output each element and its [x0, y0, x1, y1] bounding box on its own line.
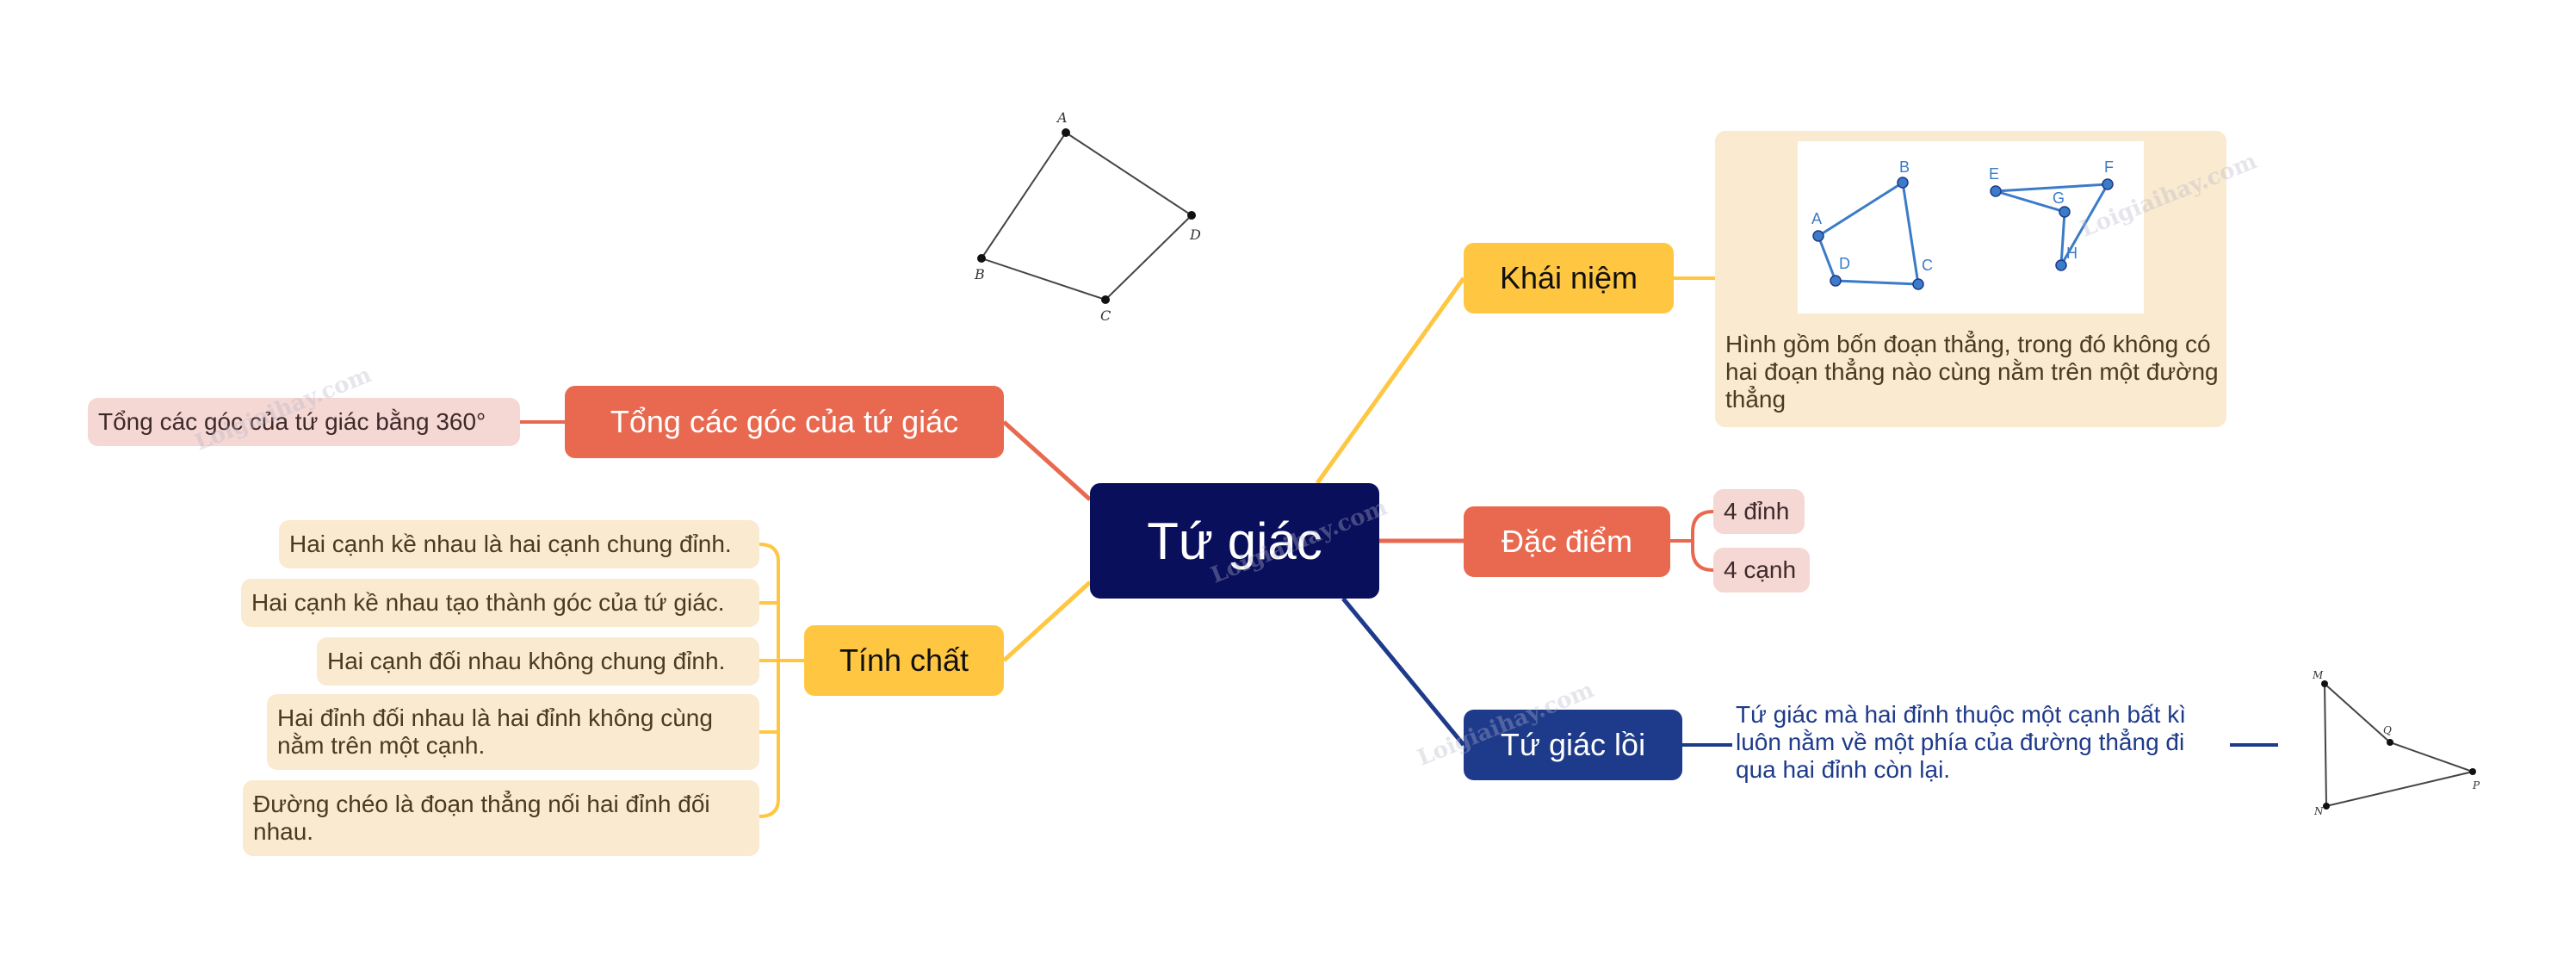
point-label-n: N: [2313, 805, 2324, 817]
example-label-d: D: [1839, 255, 1850, 272]
leaf-4-canh[interactable]: 4 cạnh: [1713, 548, 1810, 593]
example-label-g: G: [2053, 189, 2065, 207]
example-label-b: B: [1899, 158, 1910, 176]
connector-tinh-chat-brace: [759, 543, 804, 818]
quadrilateral-examples-image: A B C D E F G H: [1798, 141, 2144, 313]
leaf-tinh-chat-1[interactable]: Hai cạnh kề nhau là hai cạnh chung đỉnh.: [279, 520, 759, 568]
leaf-tinh-chat-5[interactable]: Đường chéo là đoạn thẳng nối hai đỉnh đố…: [243, 780, 759, 856]
point-label-p: P: [2472, 779, 2480, 791]
point-label-q: Q: [2383, 724, 2392, 736]
leaf-tinh-chat-4[interactable]: Hai đỉnh đối nhau là hai đỉnh không cùng…: [267, 694, 759, 770]
point-label-a: A: [1056, 109, 1068, 126]
point-label-b: B: [974, 266, 985, 282]
definition-text: Hình gồm bốn đoạn thẳng, trong đó không …: [1725, 331, 2219, 413]
example-label-a: A: [1811, 210, 1822, 227]
branch-tong-cac-goc[interactable]: Tổng các góc của tứ giác: [565, 386, 1004, 458]
connector-khai-niem: [1315, 276, 1466, 485]
convex-definition-text: Tứ giác mà hai đỉnh thuộc một cạnh bất k…: [1736, 701, 2187, 783]
leaf-tinh-chat-3[interactable]: Hai cạnh đối nhau không chung đỉnh.: [317, 637, 759, 686]
leaf-tinh-chat-2[interactable]: Hai cạnh kề nhau tạo thành góc của tứ gi…: [241, 579, 759, 627]
example-label-e: E: [1989, 165, 1999, 183]
point-label-m: M: [2312, 669, 2324, 681]
example-label-h: H: [2066, 245, 2078, 262]
example-label-f: F: [2104, 158, 2114, 176]
example-label-c: C: [1922, 257, 1933, 274]
leaf-tong-goc-360[interactable]: Tổng các góc của tứ giác bằng 360°: [88, 398, 520, 446]
leaf-4-dinh[interactable]: 4 đỉnh: [1713, 489, 1805, 534]
branch-tinh-chat[interactable]: Tính chất: [804, 625, 1004, 696]
point-label-c: C: [1100, 307, 1111, 324]
convex-quadrilateral-figure: M Q P N: [2312, 669, 2480, 817]
connector-tu-giac-loi: [1341, 597, 1465, 747]
quadrilateral-abcd-figure: A D C B: [974, 109, 1201, 324]
point-label-d: D: [1189, 226, 1201, 243]
branch-khai-niem[interactable]: Khái niệm: [1464, 243, 1674, 313]
central-topic[interactable]: Tứ giác: [1090, 483, 1379, 599]
branch-tu-giac-loi[interactable]: Tứ giác lồi: [1464, 710, 1682, 780]
connector-tinh-chat: [1002, 580, 1092, 662]
connector-dac-diem-brace: [1670, 510, 1714, 572]
branch-dac-diem[interactable]: Đặc điểm: [1464, 506, 1670, 577]
connector-tong-goc: [1002, 420, 1092, 501]
